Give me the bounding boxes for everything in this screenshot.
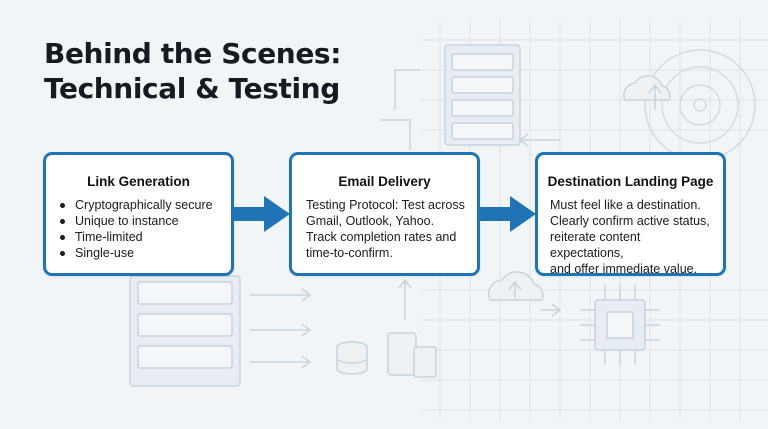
- mobile-device-icon: [387, 332, 437, 378]
- list-item: Unique to instance: [58, 213, 223, 229]
- text-line: Gmail, Outlook, Yahoo.: [306, 214, 435, 228]
- bullet-list: Cryptographically secure Unique to insta…: [46, 197, 231, 261]
- text-line: reiterate content expectations,: [550, 230, 641, 260]
- radar-icon: [644, 49, 756, 161]
- card-destination-landing-page: Destination Landing Page Must feel like …: [535, 152, 726, 276]
- card-link-generation: Link Generation Cryptographically secure…: [43, 152, 234, 276]
- circuit-chip-icon: [580, 285, 660, 365]
- card-title: Link Generation: [87, 174, 190, 189]
- card-description: Must feel like a destination. Clearly co…: [538, 197, 723, 277]
- card-email-delivery: Email Delivery Testing Protocol: Test ac…: [289, 152, 480, 276]
- list-item: Cryptographically secure: [58, 197, 223, 213]
- card-description: Testing Protocol: Test across Gmail, Out…: [292, 197, 477, 261]
- text-line: Testing Protocol: Test across: [306, 198, 465, 212]
- database-icon: [336, 341, 368, 375]
- page-title-line-2: Technical & Testing: [44, 72, 340, 105]
- text-line: Clearly confirm active status,: [550, 214, 710, 228]
- cloud-icon: [623, 75, 671, 101]
- right-arrow-icon: [480, 196, 536, 232]
- text-line: and offer immediate value.: [550, 262, 698, 276]
- page-title: Behind the Scenes: Technical & Testing: [44, 36, 341, 106]
- page-title-line-1: Behind the Scenes:: [44, 37, 341, 70]
- text-line: Must feel like a destination.: [550, 198, 701, 212]
- card-title: Destination Landing Page: [547, 174, 714, 189]
- background-arrows: [250, 69, 662, 369]
- text-line: time-to-confirm.: [306, 246, 393, 260]
- list-item: Time-limited: [58, 229, 223, 245]
- server-rack-icon: [444, 44, 521, 146]
- list-item: Single-use: [58, 245, 223, 261]
- card-title: Email Delivery: [338, 174, 431, 189]
- server-rack-icon: [129, 275, 241, 387]
- right-arrow-icon: [234, 196, 290, 232]
- text-line: Track completion rates and: [306, 230, 457, 244]
